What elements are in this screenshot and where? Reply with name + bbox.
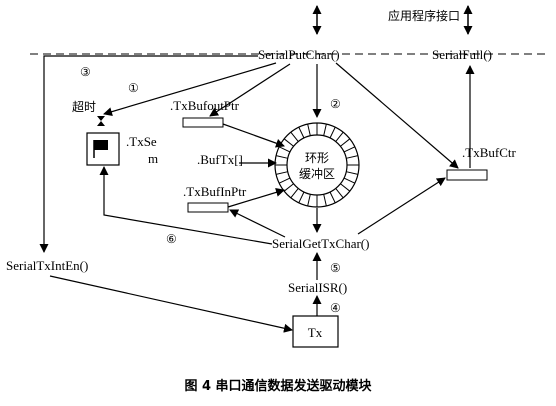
ring-segment-divider: [340, 138, 351, 147]
arrow-put-to-outptr: [209, 63, 291, 117]
arrow-get-to-sem: [99, 166, 273, 245]
tx-buf-in-ptr-label: .TxBufInPtr: [183, 184, 247, 199]
step-3: ③: [80, 65, 91, 79]
ring-segment-divider: [343, 177, 356, 184]
ring-segment-divider: [346, 155, 359, 159]
ring-segment-divider: [346, 171, 359, 175]
ring-segment-divider: [290, 131, 299, 142]
ring-segment-divider: [298, 191, 305, 204]
arrow-put-to-txinten: [39, 55, 258, 253]
serial-full-label: SerialFull(): [432, 47, 492, 62]
step-2: ②: [330, 97, 341, 111]
step-5: ⑤: [330, 261, 341, 275]
step-1: ①: [128, 81, 139, 95]
serial-isr-label: SerialISR(): [288, 280, 347, 295]
tx-buf-out-ptr-label: .TxBufoutPtr: [170, 98, 240, 113]
hourglass-icon: [97, 116, 105, 126]
ring-segment-divider: [329, 191, 336, 204]
tx-buf-out-ptr-box: [182, 117, 224, 128]
timeout-label: 超时: [72, 99, 96, 114]
arrow-put-to-ctr: [335, 62, 459, 169]
ring-segment-divider: [278, 177, 291, 184]
arrow-txinten-to-tx: [49, 275, 293, 333]
ring-segment-divider: [275, 155, 288, 159]
tx-buf-in-ptr-box: [187, 202, 229, 213]
arrow-get-to-ctr: [357, 177, 446, 235]
tx-buf-ctr-box: [446, 169, 488, 181]
api-label: 应用程序接口: [388, 8, 460, 23]
tx-label: Tx: [308, 325, 323, 340]
arrow-put-to-sem: [103, 62, 277, 117]
ring-segment-divider: [343, 146, 356, 153]
tx-box: [292, 315, 339, 348]
ring-segment-divider: [275, 171, 288, 175]
ring-segment-divider: [298, 126, 305, 139]
ring-segment-divider: [323, 123, 327, 136]
ring-segment-divider: [335, 131, 344, 142]
buf-tx-label: .BufTx[]: [197, 152, 243, 167]
ring-segment-divider: [307, 194, 311, 207]
ring-segment-divider: [290, 188, 299, 199]
step-6: ⑥: [166, 232, 177, 246]
ring-buffer-label-1: 环形: [305, 151, 329, 165]
ring-segment-divider: [278, 146, 291, 153]
tx-sem-label-1: .TxSe: [126, 134, 157, 149]
ring-segment-divider: [323, 194, 327, 207]
tx-sem-flag-icon: [94, 140, 108, 150]
ring-buffer-label-2: 缓冲区: [299, 166, 335, 181]
arrow-inptr-to-ring: [227, 188, 285, 208]
ring-segment-divider: [283, 183, 294, 192]
ring-segment-divider: [340, 183, 351, 192]
serial-get-tx-char-label: SerialGetTxChar(): [272, 236, 369, 251]
tx-sem-label-2: m: [148, 151, 158, 166]
step-4: ④: [330, 301, 341, 315]
arrow-outptr-to-ring: [222, 123, 285, 148]
ring-segment-divider: [283, 138, 294, 147]
ring-segment-divider: [307, 123, 311, 136]
ring-segment-divider: [329, 126, 336, 139]
ring-segment-divider: [335, 188, 344, 199]
ring-buffer: 环形 缓冲区: [274, 122, 360, 208]
arrow-get-to-inptr: [229, 209, 286, 238]
figure-caption: 图 4 串口通信数据发送驱动模块: [184, 378, 372, 394]
serial-put-char-label: SerialPutChar(): [258, 47, 340, 62]
serial-tx-int-en-label: SerialTxIntEn(): [6, 258, 88, 273]
tx-buf-ctr-label: .TxBufCtr: [462, 145, 516, 160]
